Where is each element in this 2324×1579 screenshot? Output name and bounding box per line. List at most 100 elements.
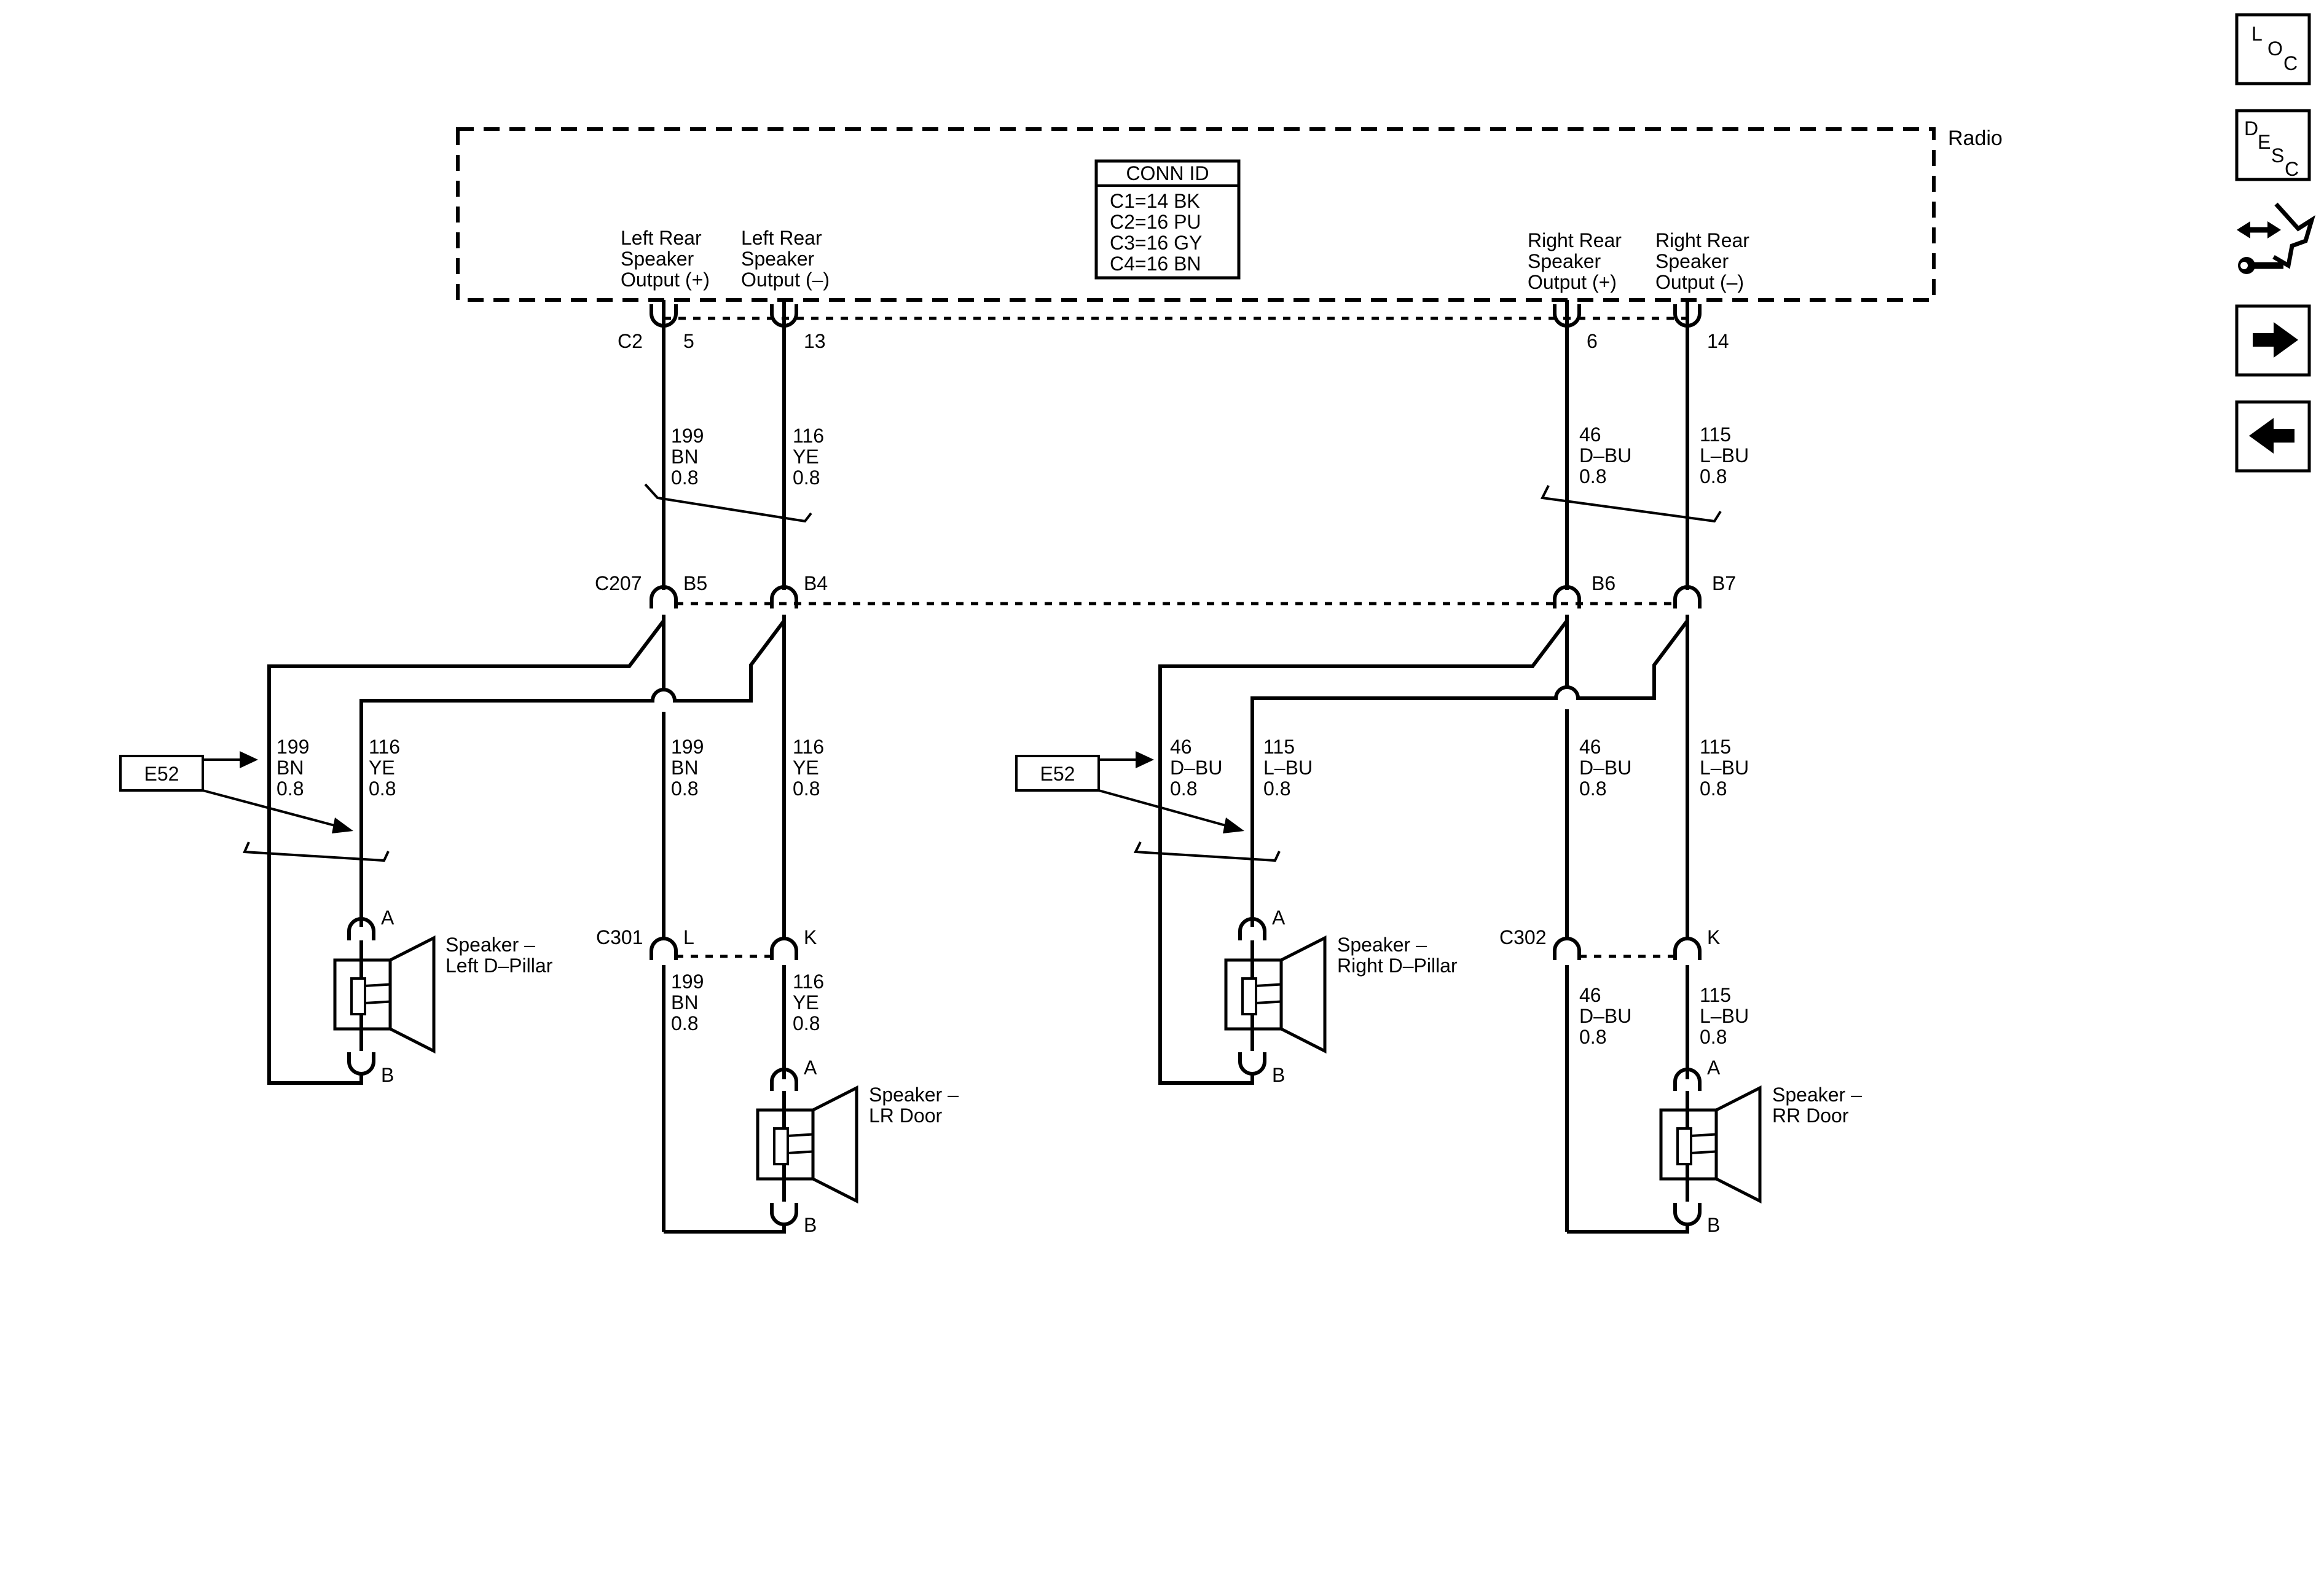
connector-tools-button[interactable]	[2237, 202, 2315, 274]
output-label-lr-pos: Left Rear Speaker Output (+)	[621, 227, 710, 291]
left-branch-wires: 199 BN 0.8 116 YE 0.8 199 BN 0.8 116 YE …	[243, 615, 824, 1085]
wire-label-115: 115 L–BU 0.8	[1700, 984, 1749, 1048]
pin-label: B6	[1592, 572, 1615, 594]
previous-page-button[interactable]	[2235, 400, 2311, 473]
svg-text:0.8: 0.8	[793, 467, 820, 489]
svg-text:Left Rear: Left Rear	[621, 227, 702, 249]
svg-text:199: 199	[277, 736, 309, 758]
svg-text:0.8: 0.8	[671, 1012, 698, 1034]
svg-text:0.8: 0.8	[793, 1012, 820, 1034]
svg-text:C: C	[2285, 158, 2299, 180]
svg-text:0.8: 0.8	[1170, 778, 1197, 800]
pin-label: 6	[1587, 330, 1598, 352]
svg-text:Left Rear: Left Rear	[741, 227, 822, 249]
loc-icon: L O C	[2251, 23, 2298, 74]
pin-label: 5	[683, 330, 694, 352]
svg-text:46: 46	[1170, 736, 1192, 758]
speaker-label: Speaker –	[1772, 1084, 1862, 1106]
speaker-label: Speaker –	[1337, 934, 1427, 956]
svg-text:YE: YE	[793, 757, 819, 779]
svg-text:Output (+): Output (+)	[1528, 271, 1617, 293]
arrow-right-icon	[2253, 322, 2298, 358]
pin-label: K	[804, 926, 817, 948]
pin-label: A	[1272, 907, 1286, 929]
pin-label: B4	[804, 572, 828, 594]
wire-label-199: 199 BN 0.8	[671, 736, 704, 800]
e52-reference-right[interactable]: E52	[1015, 751, 1244, 833]
output-label-rr-pos: Right Rear Speaker Output (+)	[1528, 229, 1622, 293]
e52-label: E52	[1040, 763, 1075, 785]
pin-label: K	[1707, 926, 1720, 948]
svg-text:E: E	[2258, 131, 2271, 153]
pin-label: L	[683, 926, 694, 948]
speaker-label: Speaker –	[446, 934, 535, 956]
pin-label: B5	[683, 572, 707, 594]
svg-text:BN: BN	[671, 991, 698, 1014]
svg-text:199: 199	[671, 736, 704, 758]
wire-label-46: 46 D–BU 0.8	[1170, 736, 1222, 800]
svg-text:0.8: 0.8	[369, 778, 396, 800]
pin-label: B	[381, 1064, 394, 1086]
svg-text:BN: BN	[671, 446, 698, 468]
connector-c207: C207 B5 B4 B6 B7	[595, 572, 1736, 608]
desc-button[interactable]: D E S C	[2235, 109, 2311, 181]
next-page-button[interactable]	[2235, 304, 2311, 377]
wire-label-199: 199 BN 0.8	[671, 971, 704, 1034]
svg-text:116: 116	[369, 736, 400, 758]
svg-text:0.8: 0.8	[1700, 1026, 1727, 1048]
svg-text:YE: YE	[369, 757, 395, 779]
svg-text:BN: BN	[671, 757, 698, 779]
speaker-label: Right D–Pillar	[1337, 955, 1458, 977]
pin-label: A	[381, 907, 395, 929]
speaker-label: LR Door	[869, 1105, 943, 1127]
wire-label-199: 199 BN 0.8	[277, 736, 309, 800]
svg-text:Speaker: Speaker	[1655, 250, 1729, 272]
svg-text:BN: BN	[277, 757, 304, 779]
speaker-label: RR Door	[1772, 1105, 1849, 1127]
connector-label: C2	[618, 330, 643, 352]
svg-text:Speaker: Speaker	[1528, 250, 1601, 272]
svg-text:115: 115	[1700, 736, 1731, 758]
output-label-rr-neg: Right Rear Speaker Output (–)	[1655, 229, 1749, 293]
connector-label: C301	[596, 926, 643, 948]
svg-text:D–BU: D–BU	[1579, 1005, 1631, 1027]
svg-text:Output (+): Output (+)	[621, 269, 710, 291]
wire-label-46: 46 D–BU 0.8	[1579, 423, 1631, 487]
svg-text:46: 46	[1579, 736, 1601, 758]
svg-text:L–BU: L–BU	[1700, 444, 1749, 467]
svg-text:O: O	[2267, 37, 2283, 60]
conn-id-line: C3=16 GY	[1110, 232, 1202, 254]
connector-tools-icon	[2237, 202, 2315, 274]
svg-text:L: L	[2251, 23, 2263, 45]
svg-text:115: 115	[1700, 423, 1731, 446]
wire-label-116: 116 YE 0.8	[793, 736, 824, 800]
svg-text:D–BU: D–BU	[1579, 757, 1631, 779]
svg-text:0.8: 0.8	[1263, 778, 1290, 800]
speaker-label: Speaker –	[869, 1084, 959, 1106]
pin-label: 14	[1707, 330, 1729, 352]
wire-label-115: 115 L–BU 0.8	[1700, 736, 1749, 800]
conn-id-line: C4=16 BN	[1110, 253, 1201, 275]
conn-id-title: CONN ID	[1126, 162, 1209, 184]
connector-label: C207	[595, 572, 642, 594]
e52-label: E52	[144, 763, 179, 785]
upper-wires: 199 BN 0.8 116 YE 0.8 46 D–BU 0.8 115 L–…	[644, 300, 1749, 590]
radio-label: Radio	[1948, 127, 2003, 150]
svg-text:0.8: 0.8	[793, 778, 820, 800]
speaker-rr-door: A B Speaker – RR Door	[1567, 1057, 1862, 1236]
loc-button[interactable]: L O C	[2235, 13, 2311, 85]
svg-text:115: 115	[1263, 736, 1295, 758]
pin-label: A	[804, 1057, 817, 1079]
svg-text:Speaker: Speaker	[741, 248, 815, 270]
e52-reference-left[interactable]: E52	[119, 751, 353, 833]
svg-text:116: 116	[793, 736, 824, 758]
svg-text:0.8: 0.8	[671, 467, 698, 489]
svg-text:0.8: 0.8	[1579, 1026, 1606, 1048]
svg-text:L–BU: L–BU	[1263, 757, 1313, 779]
connector-c302: C302 K 46 D–BU 0.8 115 L–BU 0.8	[1499, 926, 1749, 1232]
svg-text:116: 116	[793, 425, 824, 447]
svg-text:0.8: 0.8	[1700, 465, 1727, 487]
pin-label: A	[1707, 1057, 1721, 1079]
connector-c301: C301 L K 199 BN 0.8 116 YE 0.8	[596, 926, 824, 1232]
